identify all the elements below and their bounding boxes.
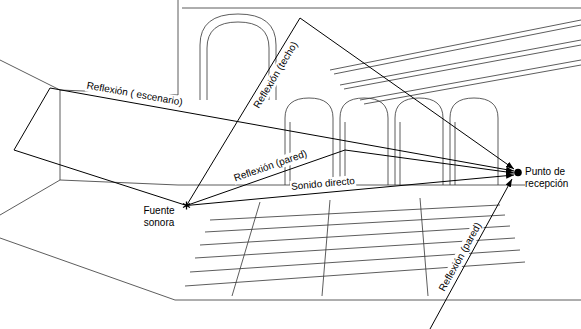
ceiling-edge (182, 8, 581, 9)
ray-label: Reflexión ( escenario) (85, 79, 185, 108)
ray-label: Sonido directo (290, 175, 357, 193)
reflection-arrow (430, 179, 512, 329)
arch (450, 98, 498, 185)
arch (285, 98, 333, 185)
node-label: Punto de recepción (525, 166, 579, 190)
arch (395, 98, 443, 185)
hall-floor-edge (0, 238, 581, 300)
node-label: Fuente sonora (139, 205, 179, 229)
seat-aisle (232, 198, 428, 296)
ceiling-beam (360, 60, 581, 104)
stage-wall (0, 60, 60, 215)
source-star (182, 201, 191, 210)
ray-label: Reflexión (pared) (436, 219, 485, 294)
sound-source: Fuente sonora (139, 201, 191, 229)
seat-row (185, 205, 525, 286)
reception-point: Punto de recepción (514, 166, 579, 190)
reception-dot (514, 168, 523, 177)
sound-ray (187, 18, 515, 206)
hall-wall (178, 0, 179, 95)
